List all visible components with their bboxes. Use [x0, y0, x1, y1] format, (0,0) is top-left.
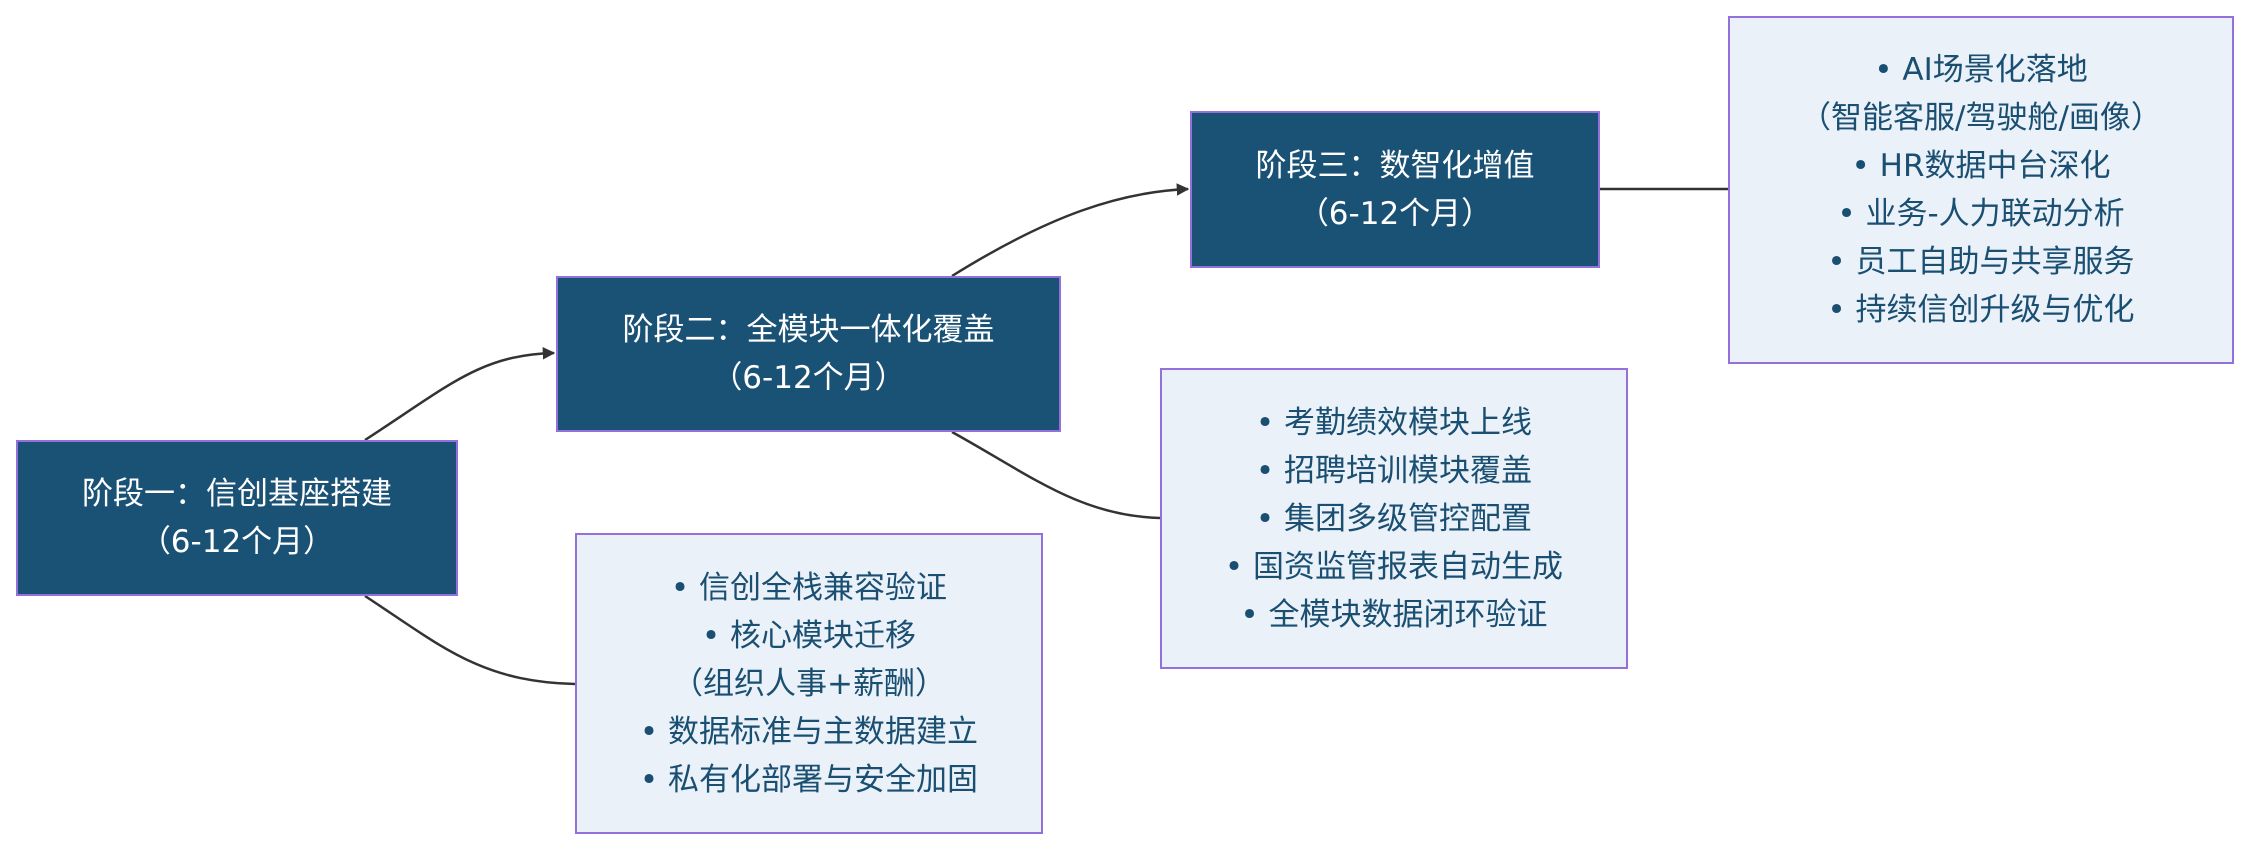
stage-3-detail-box: • AI场景化落地 （智能客服/驾驶舱/画像） • HR数据中台深化 • 业务-…: [1728, 16, 2234, 364]
stage-2-detail-box: • 考勤绩效模块上线 • 招聘培训模块覆盖 • 集团多级管控配置 • 国资监管报…: [1160, 368, 1628, 669]
stage-2-node: 阶段二：全模块一体化覆盖 （6-12个月）: [556, 276, 1061, 432]
stage-3-duration: （6-12个月）: [1297, 195, 1493, 232]
stage-3-node: 阶段三：数智化增值 （6-12个月）: [1190, 111, 1600, 268]
detail-2-line: • 集团多级管控配置: [1255, 500, 1533, 537]
arrow-stage1-to-stage2: [364, 347, 556, 442]
detail-2-line: • 招聘培训模块覆盖: [1255, 452, 1533, 489]
detail-2-line: • 全模块数据闭环验证: [1240, 596, 1548, 633]
detail-1-line: • 数据标准与主数据建立: [639, 713, 979, 750]
detail-3-line: （智能客服/驾驶舱/画像）: [1800, 100, 2162, 136]
stage-2-duration: （6-12个月）: [711, 360, 906, 396]
detail-1-line: • 私有化部署与安全加固: [639, 761, 979, 798]
stage-1-detail-box: • 信创全栈兼容验证 • 核心模块迁移 （组织人事+薪酬） • 数据标准与主数据…: [575, 533, 1043, 834]
detail-1-line: • 核心模块迁移: [701, 617, 917, 654]
stage-2-title: 阶段二：全模块一体化覆盖: [622, 312, 995, 348]
arrow-stage2-to-stage3: [951, 183, 1190, 278]
stage-1-title: 阶段一：信创基座搭建: [82, 476, 392, 512]
detail-2-line: • 考勤绩效模块上线: [1255, 404, 1533, 441]
detail-1-line: （组织人事+薪酬）: [672, 665, 946, 702]
detail-3-line: • 业务-人力联动分析: [1837, 196, 2125, 232]
detail-3-line: • AI场景化落地: [1874, 52, 2088, 88]
connector-stage2-to-detail2: [951, 430, 1161, 520]
detail-3-line: • 持续信创升级与优化: [1827, 292, 2135, 328]
stage-3-title: 阶段三：数智化增值: [1255, 147, 1535, 184]
detail-1-line: • 信创全栈兼容验证: [670, 569, 948, 606]
stage-1-duration: （6-12个月）: [139, 524, 335, 560]
detail-3-line: • HR数据中台深化: [1851, 148, 2111, 184]
connector-stage1-to-detail1: [364, 594, 576, 686]
stage-1-node: 阶段一：信创基座搭建 （6-12个月）: [16, 440, 458, 596]
detail-2-line: • 国资监管报表自动生成: [1224, 548, 1564, 585]
detail-3-line: • 员工自助与共享服务: [1827, 244, 2135, 280]
